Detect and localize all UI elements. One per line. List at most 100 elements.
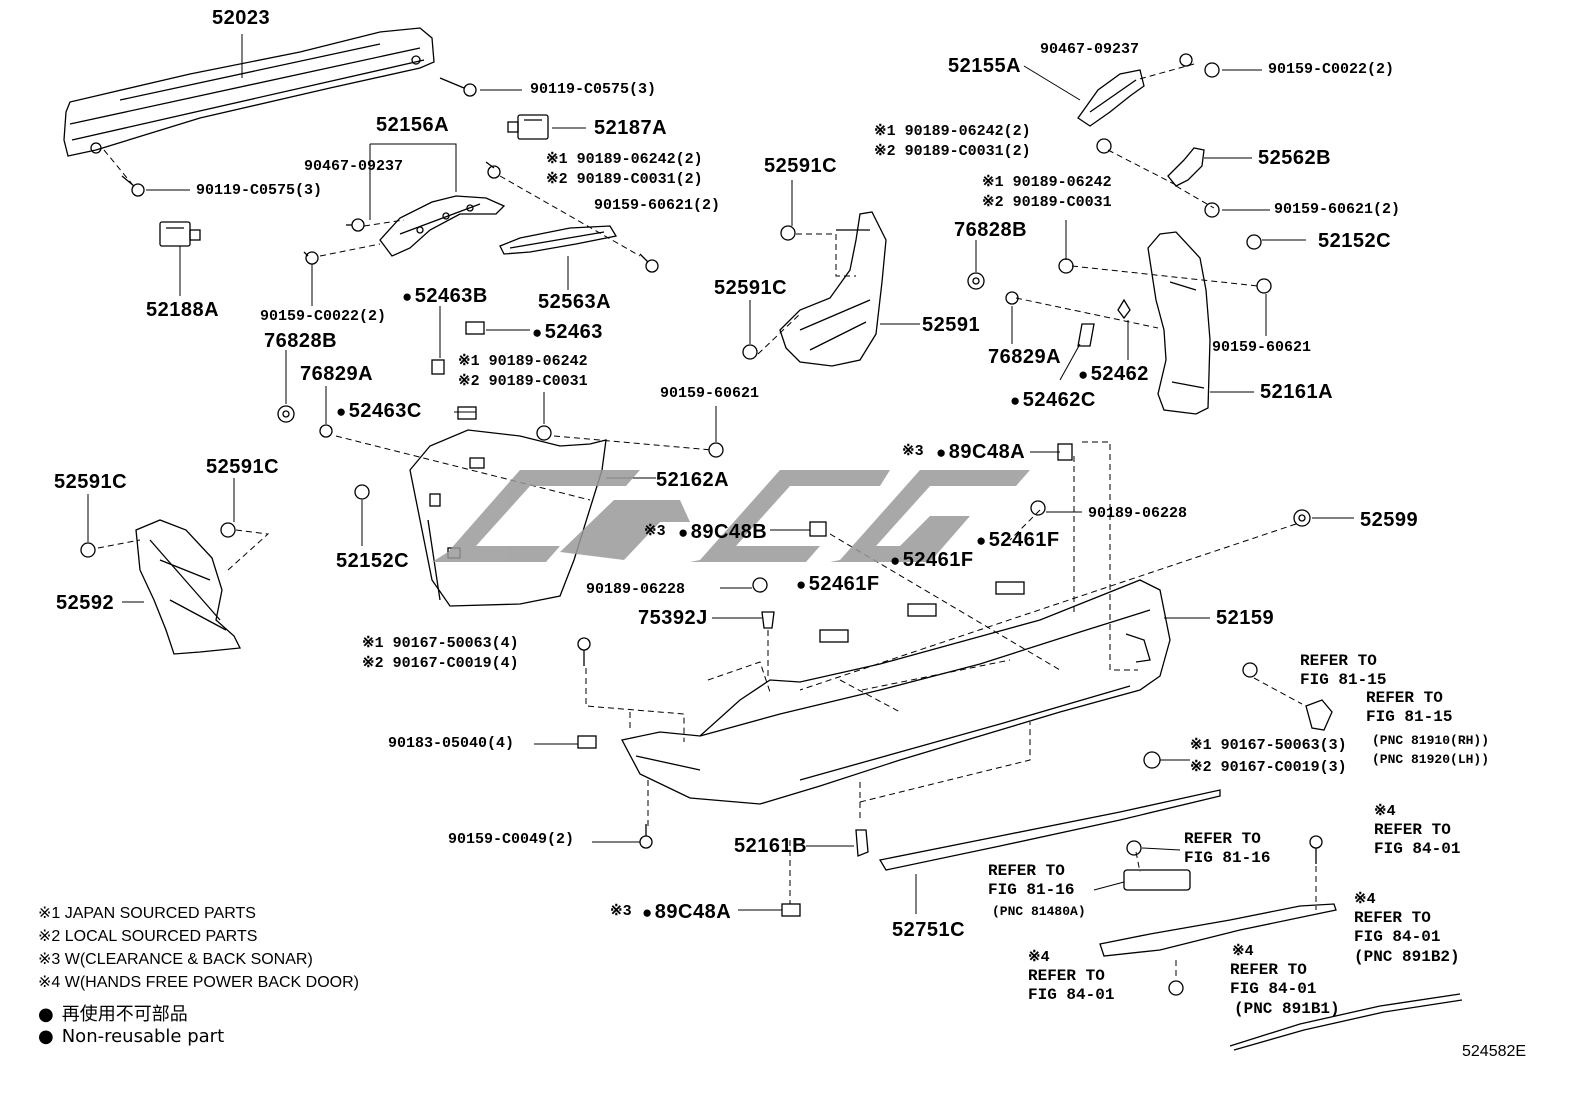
label-52591c-c: 52591C bbox=[764, 155, 838, 177]
legend-note-2: ※2 LOCAL SOURCED PARTS bbox=[38, 928, 258, 945]
label-90167-right-local: ※2 90167-C0019(3) bbox=[1190, 759, 1347, 776]
label-52188a: 52188A bbox=[146, 299, 220, 321]
label-52599: 52599 bbox=[1360, 509, 1419, 531]
label-52461f-c: 52461F bbox=[796, 574, 880, 594]
refer-fig-84-01-d: REFER TO FIG 84-01 bbox=[1230, 961, 1317, 998]
refer-fig-84-01-a: REFER TO FIG 84-01 bbox=[1374, 821, 1461, 858]
legend-note-1: ※1 JAPAN SOURCED PARTS bbox=[38, 905, 256, 922]
label-52591c-b: 52591C bbox=[206, 456, 280, 478]
bracket-52156a-drawing bbox=[379, 195, 506, 257]
label-52463c: 52463C bbox=[336, 401, 422, 421]
bracket-52562b-drawing bbox=[1167, 147, 1205, 187]
label-90189-top-jp: ※1 90189-06242(2) bbox=[546, 151, 703, 168]
side-retainer-52162a-drawing bbox=[409, 429, 607, 607]
moulding-52751c-drawing bbox=[878, 789, 1221, 871]
label-90159-60621-top: 90159-60621(2) bbox=[594, 197, 721, 214]
label-90159-60621-mid: 90159-60621 bbox=[660, 385, 760, 402]
label-90189-mid-jp: ※1 90189-06242 bbox=[458, 353, 588, 370]
refer-fig-81-16-a: REFER TO FIG 81-16 bbox=[1184, 830, 1271, 867]
label-76828b-left: 76828B bbox=[264, 330, 338, 352]
legend-note-4: ※4 W(HANDS FREE POWER BACK DOOR) bbox=[38, 974, 359, 991]
mark-84-01-c: ※4 bbox=[1028, 949, 1050, 966]
clip-89c48b-drawing bbox=[809, 521, 827, 537]
label-90119-left: 90119-C0575(3) bbox=[196, 182, 323, 199]
label-76829a-right: 76829A bbox=[988, 346, 1062, 368]
label-90159-60621-r2: 90159-60621 bbox=[1212, 339, 1312, 356]
lamp-ref-81-15-drawing bbox=[1305, 699, 1333, 731]
label-52751c: 52751C bbox=[892, 919, 966, 941]
leader-lines bbox=[87, 34, 1354, 914]
refer-fig-84-01-d-pnc: (PNC 891B1) bbox=[1234, 1000, 1340, 1018]
label-90159-60621-right: 90159-60621(2) bbox=[1274, 201, 1401, 218]
legend-nonreusable-en: Non-reusable part bbox=[38, 1026, 224, 1047]
refer-fig-84-01-c: REFER TO FIG 84-01 bbox=[1028, 967, 1115, 1004]
label-90119-top: 90119-C0575(3) bbox=[530, 81, 657, 98]
refer-fig-84-01-b: REFER TO FIG 84-01 bbox=[1354, 909, 1441, 946]
label-90159-c0022-right: 90159-C0022(2) bbox=[1268, 61, 1395, 78]
label-52462c: 52462C bbox=[1010, 390, 1096, 410]
sensor-ref-81-16-drawing bbox=[1123, 869, 1191, 891]
mark-84-01-b: ※4 bbox=[1354, 891, 1376, 908]
label-52155a: 52155A bbox=[948, 55, 1022, 77]
label-90159-c0022-left: 90159-C0022(2) bbox=[260, 308, 387, 325]
legend-note-3: ※3 W(CLEARANCE & BACK SONAR) bbox=[38, 951, 313, 968]
clip-89c48a-top-drawing bbox=[1057, 443, 1073, 461]
bracket-52592-drawing bbox=[135, 519, 242, 655]
label-52152c-right: 52152C bbox=[1318, 230, 1392, 252]
clip-89c48a-bottom-drawing bbox=[781, 903, 801, 917]
pad-symbols bbox=[431, 298, 1131, 643]
label-52187a: 52187A bbox=[594, 117, 668, 139]
label-52462: 52462 bbox=[1078, 364, 1149, 384]
label-52592: 52592 bbox=[56, 592, 115, 614]
label-90189-right-local: ※2 90189-C0031(2) bbox=[874, 143, 1031, 160]
reinforcement-beam-drawing bbox=[63, 27, 435, 157]
kick-sensor-drawing bbox=[1099, 903, 1463, 1051]
label-89c48a-top: 89C48A bbox=[936, 442, 1025, 462]
label-90183: 90183-05040(4) bbox=[388, 735, 515, 752]
label-90467-left: 90467-09237 bbox=[304, 158, 404, 175]
label-90189-06228-right: 90189-06228 bbox=[1088, 505, 1188, 522]
mark-89c48a-bottom: ※3 bbox=[610, 903, 632, 920]
refer-fig-81-15-b-pnc-lh: (PNC 81920(LH)) bbox=[1372, 752, 1490, 767]
label-52562b: 52562B bbox=[1258, 147, 1332, 169]
refer-fig-81-15-a: REFER TO FIG 81-15 bbox=[1300, 652, 1387, 689]
legend-nonreusable-jp: 再使用不可部品 bbox=[38, 1000, 188, 1026]
label-75392j: 75392J bbox=[638, 607, 708, 629]
label-90467-right: 90467-09237 bbox=[1040, 41, 1140, 58]
refer-fig-84-01-b-pnc: (PNC 891B2) bbox=[1354, 948, 1460, 966]
label-52591c-d: 52591C bbox=[714, 277, 788, 299]
retainer-52161a-drawing bbox=[1147, 231, 1211, 415]
nut-90183-drawing bbox=[577, 735, 597, 749]
label-90167-right-jp: ※1 90167-50063(3) bbox=[1190, 737, 1347, 754]
label-90167-local: ※2 90167-C0019(4) bbox=[362, 655, 519, 672]
refer-fig-81-15-b-pnc-rh: (PNC 81910(RH)) bbox=[1372, 733, 1490, 748]
refer-fig-81-16-b-pnc: (PNC 81480A) bbox=[992, 904, 1086, 919]
label-52162a: 52162A bbox=[656, 469, 730, 491]
label-90167-jp: ※1 90167-50063(4) bbox=[362, 635, 519, 652]
label-52591c-a: 52591C bbox=[54, 471, 128, 493]
label-90159-c0049: 90159-C0049(2) bbox=[448, 831, 575, 848]
figure-number: 524582E bbox=[1462, 1043, 1527, 1060]
label-90189-r2-jp: ※1 90189-06242 bbox=[982, 174, 1112, 191]
label-52161b: 52161B bbox=[734, 835, 808, 857]
bracket-52591-drawing bbox=[779, 211, 887, 367]
refer-fig-81-15-b: REFER TO FIG 81-15 bbox=[1366, 689, 1453, 726]
mark-84-01-d: ※4 bbox=[1232, 943, 1254, 960]
label-52161a: 52161A bbox=[1260, 381, 1334, 403]
mark-89c48b: ※3 bbox=[644, 523, 666, 540]
bumper-cover-52159-drawing bbox=[621, 579, 1171, 805]
label-90189-06228-left: 90189-06228 bbox=[586, 581, 686, 598]
label-76828b-right: 76828B bbox=[954, 219, 1028, 241]
label-90189-right-jp: ※1 90189-06242(2) bbox=[874, 123, 1031, 140]
label-52152c-left: 52152C bbox=[336, 550, 410, 572]
label-52156a: 52156A bbox=[376, 114, 450, 136]
bracket-52155a-drawing bbox=[1077, 69, 1145, 127]
bracket-52563a-drawing bbox=[499, 225, 618, 255]
sensor-52188a-drawing bbox=[159, 221, 201, 247]
assembly-dashed-lines bbox=[97, 63, 1317, 980]
label-90189-mid-local: ※2 90189-C0031 bbox=[458, 373, 588, 390]
label-90189-r2-local: ※2 90189-C0031 bbox=[982, 194, 1112, 211]
label-52463b: 52463B bbox=[402, 286, 488, 306]
mark-89c48a-top: ※3 bbox=[902, 443, 924, 460]
